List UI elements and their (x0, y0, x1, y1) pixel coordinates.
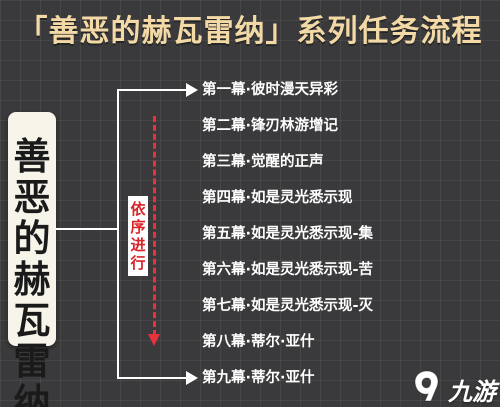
chapter-4: 第四幕·如是灵光悉示现 (202, 190, 353, 206)
branch-top-arrow-icon (186, 83, 198, 97)
chapter-2: 第二幕·锋刃林游增记 (202, 118, 339, 134)
chapter-5: 第五幕·如是灵光悉示现-集 (202, 226, 374, 242)
branch-bottom-arrow-icon (186, 371, 198, 385)
chapter-1: 第一幕·彼时漫天异彩 (202, 82, 339, 98)
branch-top-line (117, 89, 187, 91)
root-node-box (8, 112, 56, 346)
sequence-arrow-icon (148, 334, 160, 346)
branch-bottom-line (117, 377, 187, 379)
bracket-vertical-line (117, 89, 119, 379)
diagram-title: 「善恶的赫瓦雷纳」系列任务流程 (17, 14, 483, 49)
chapter-6: 第六幕·如是灵光悉示现-苦 (202, 262, 374, 278)
chapter-7: 第七幕·如是灵光悉示现-灭 (202, 298, 374, 314)
order-label: 依序进行 (130, 200, 146, 272)
watermark: 九游 (408, 365, 500, 407)
root-connector-line (56, 228, 119, 230)
sequence-dashed-line (153, 116, 156, 336)
chapter-8: 第八幕·蒂尔·亚什 (202, 334, 315, 350)
order-badge (128, 196, 148, 276)
jiuyou-logo-icon (414, 370, 439, 402)
watermark-text: 九游 (448, 378, 496, 406)
chapter-3: 第三幕·觉醒的正声 (202, 154, 324, 170)
root-node-label: 善恶的赫瓦雷纳 (13, 135, 51, 407)
chapter-9: 第九幕·蒂尔·亚什 (202, 370, 315, 386)
